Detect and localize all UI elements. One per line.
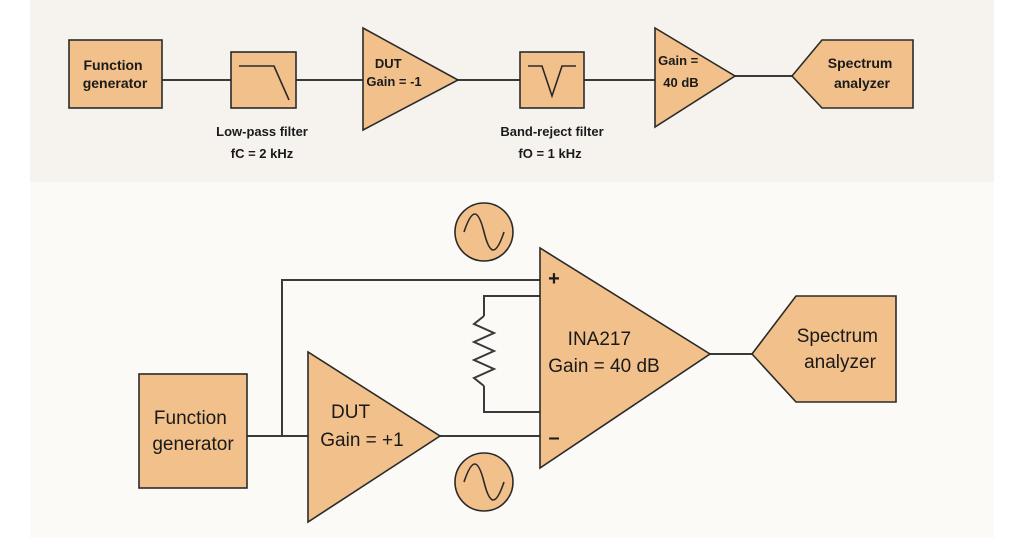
sine-source-icon: [454, 452, 514, 512]
ina217-label: INA217 Gain = 40 dB: [548, 329, 659, 377]
bottom-function-generator-label: Function generator: [152, 408, 234, 455]
top-function-generator-label: Function generator: [83, 57, 148, 91]
top-spectrum-analyzer-label: Spectrum analyzer: [828, 55, 896, 91]
top-spectrum-analyzer: [790, 39, 914, 109]
lowpass-caption: Low-pass filter: [216, 124, 308, 139]
lowpass-response-icon: [239, 65, 290, 101]
bandreject-caption: Band-reject filter: [500, 124, 603, 139]
bandreject-filter-box: [519, 51, 585, 109]
notch-response-icon: [528, 65, 576, 99]
lowpass-filter-box: [230, 51, 297, 109]
top-function-generator-box: [68, 39, 163, 109]
minus-input-sign: –: [548, 427, 559, 449]
wire-gen-to-plus-input: [247, 279, 540, 437]
top-dut-label: DUT Gain = -1: [366, 56, 421, 89]
bottom-dut-amplifier: [307, 350, 442, 524]
lowpass-cutoff-label: fC = 2 kHz: [231, 146, 294, 161]
top-gain-amplifier: [654, 26, 737, 129]
sine-source-icon: [454, 202, 514, 262]
plus-input-sign: +: [548, 268, 560, 290]
bottom-dut-label: DUT Gain = +1: [320, 402, 403, 451]
bottom-spectrum-analyzer: [750, 295, 897, 403]
bottom-diagram: Function generator DUT Gain = +1 + – INA…: [138, 202, 897, 524]
top-diagram: Function generator Low-pass filter fC = …: [68, 26, 914, 161]
ina217-amplifier: [539, 246, 712, 470]
gain-resistor: [471, 295, 540, 413]
resistor-icon: [471, 315, 497, 387]
top-gain-label: Gain = 40 dB: [658, 53, 702, 90]
bandreject-center-label: fO = 1 kHz: [518, 146, 582, 161]
top-dut-amplifier: [362, 26, 460, 132]
bottom-function-generator-box: [138, 373, 248, 489]
bottom-spectrum-analyzer-label: Spectrum analyzer: [797, 326, 884, 373]
